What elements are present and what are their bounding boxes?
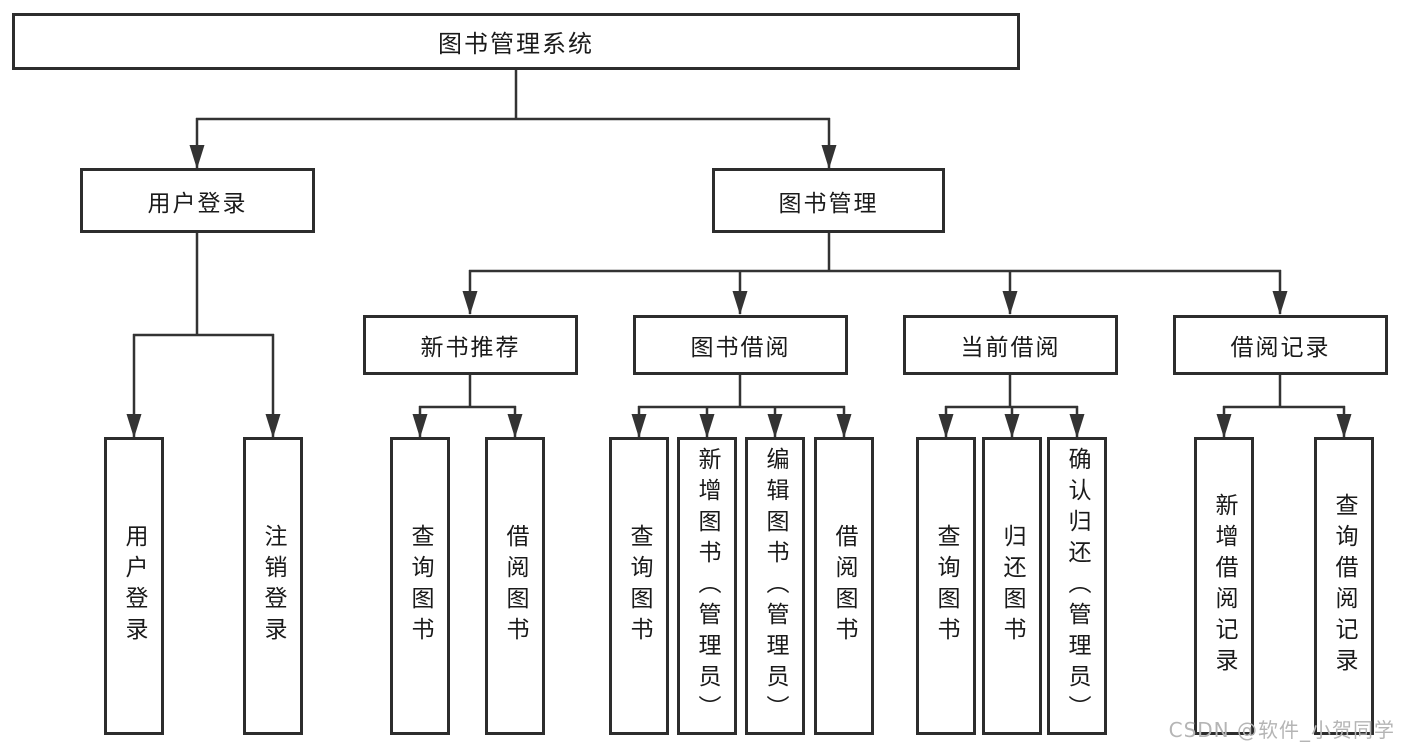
node-borrowing-records: 借阅记录 <box>1173 315 1388 375</box>
node-user-login: 用户登录 <box>80 168 315 233</box>
node-book-management: 图书管理 <box>712 168 945 233</box>
leaf-borrow-books-recommend: 借阅图书 <box>485 437 545 735</box>
node-current-borrowing: 当前借阅 <box>903 315 1118 375</box>
leaf-return-books: 归还图书 <box>982 437 1042 735</box>
node-book-borrowing: 图书借阅 <box>633 315 848 375</box>
csdn-watermark: CSDN @软件_小贺同学 <box>1168 718 1395 742</box>
leaf-logout: 注销登录 <box>243 437 303 735</box>
leaf-add-books-admin: 新增图书（管理员） <box>677 437 737 735</box>
leaf-query-books-recommend: 查询图书 <box>390 437 450 735</box>
leaf-user-login: 用户登录 <box>104 437 164 735</box>
leaf-add-borrow-record: 新增借阅记录 <box>1194 437 1254 735</box>
leaf-query-books-borrowing: 查询图书 <box>609 437 669 735</box>
leaf-borrow-books-borrowing: 借阅图书 <box>814 437 874 735</box>
leaf-confirm-return-admin: 确认归还（管理员） <box>1047 437 1107 735</box>
node-library-system: 图书管理系统 <box>12 13 1020 70</box>
leaf-edit-books-admin: 编辑图书（管理员） <box>745 437 805 735</box>
leaf-query-borrow-record: 查询借阅记录 <box>1314 437 1374 735</box>
node-new-book-recommendation: 新书推荐 <box>363 315 578 375</box>
leaf-query-books-current: 查询图书 <box>916 437 976 735</box>
